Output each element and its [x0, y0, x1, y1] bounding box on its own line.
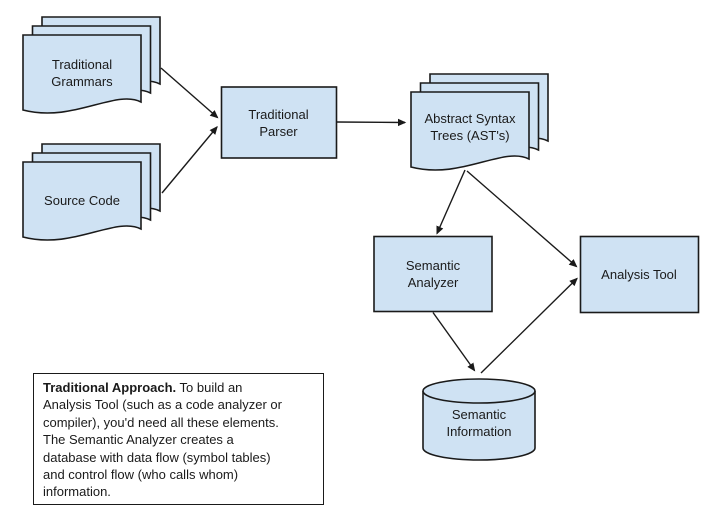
- node-traditional-parser-shape: [220, 86, 338, 159]
- note-body: To build an Analysis Tool (such as a cod…: [43, 380, 282, 500]
- edge-ast-to-semantic-analyzer: [436, 169, 466, 235]
- node-analysis-tool-shape: [579, 235, 700, 314]
- node-source-code-shape: [22, 143, 161, 241]
- node-semantic-analyzer-shape: [373, 235, 493, 313]
- node-abstract-syntax-trees-shape: [410, 73, 549, 171]
- edge-semantic-analyzer-to-semantic-information: [432, 312, 476, 372]
- edge-parser-to-ast: [336, 118, 407, 127]
- edge-semantic-information-to-analysis-tool: [480, 277, 578, 374]
- edge-grammars-to-parser: [160, 67, 219, 119]
- note-title: Traditional Approach.: [43, 380, 177, 395]
- edge-source-to-parser: [161, 126, 218, 194]
- edge-ast-to-analysis-tool: [466, 170, 578, 268]
- node-traditional-grammars-shape: [22, 16, 161, 114]
- node-semantic-information-shape: [422, 378, 536, 461]
- note-box: Traditional Approach. To build an Analys…: [33, 373, 324, 505]
